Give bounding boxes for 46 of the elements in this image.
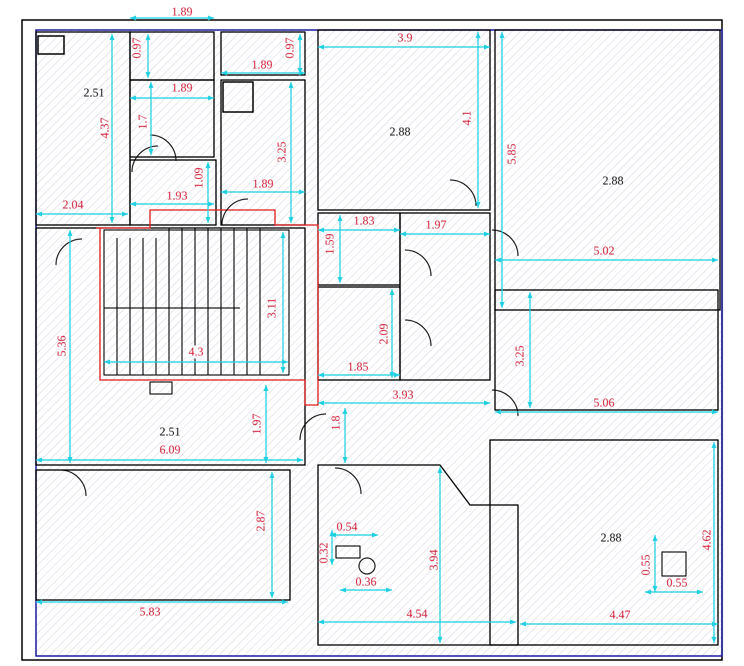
dimension-label: 1.85 — [348, 360, 368, 374]
dimension-label: 4.54 — [406, 608, 428, 620]
dimension-label: 3.9 — [398, 32, 412, 44]
dimension-label: 1.89 — [252, 58, 272, 72]
room-height-label: 2.51 — [160, 426, 180, 438]
dimension-label: 0.97 — [284, 38, 296, 58]
dimension-label: 6.09 — [160, 444, 180, 456]
dimension-label: 1.89 — [172, 6, 192, 18]
dimension-label: 4.62 — [700, 530, 714, 550]
dimension-label: 1.7 — [136, 114, 150, 130]
dimension-label: 1.83 — [354, 214, 374, 228]
dimension-label: 5.85 — [506, 144, 518, 164]
room-height-label: 2.88 — [602, 174, 624, 188]
dimension-label: 1.93 — [166, 190, 188, 202]
dimension-label: 0.55 — [666, 576, 688, 590]
dimension-label: 0.36 — [356, 576, 376, 588]
dimension-label: 5.83 — [140, 606, 160, 618]
dimension-label: 3.25 — [276, 142, 288, 162]
dimension-label: 0.54 — [336, 520, 358, 534]
room-height-label: 2.88 — [600, 532, 622, 544]
dimension-label: 2.87 — [254, 510, 268, 532]
dimension-label: 1.59 — [324, 234, 336, 254]
dimension-label: 3.94 — [428, 550, 440, 570]
dimension-label: 4.47 — [610, 608, 630, 622]
dimension-label: 1.97 — [426, 218, 446, 232]
dimension-label: 1.97 — [250, 414, 264, 434]
dimension-label: 0.32 — [318, 542, 330, 564]
dimension-label: 1.89 — [172, 82, 192, 94]
dimension-label: 0.97 — [130, 38, 144, 58]
dimension-label: 2.04 — [62, 198, 84, 212]
dimension-label: 1.8 — [330, 416, 342, 430]
dimension-label: 1.09 — [192, 168, 206, 188]
dimension-label: 4.3 — [186, 346, 206, 358]
dimension-label: 3.93 — [392, 388, 414, 402]
dimension-label: 5.06 — [594, 396, 614, 410]
dimension-label: 3.25 — [514, 346, 526, 366]
room-height-label: 2.88 — [390, 126, 410, 138]
dimension-label: 5.36 — [56, 336, 68, 356]
dimension-label: 4.1 — [460, 110, 474, 126]
dimension-label: 5.02 — [594, 244, 614, 258]
dimension-label: 2.09 — [378, 324, 390, 344]
dimension-label: 4.37 — [98, 118, 112, 138]
room-height-label: 2.51 — [84, 86, 104, 100]
dimension-label: 3.11 — [266, 298, 278, 318]
dimension-label: 0.55 — [640, 554, 652, 576]
dimension-label: 1.89 — [252, 178, 274, 190]
